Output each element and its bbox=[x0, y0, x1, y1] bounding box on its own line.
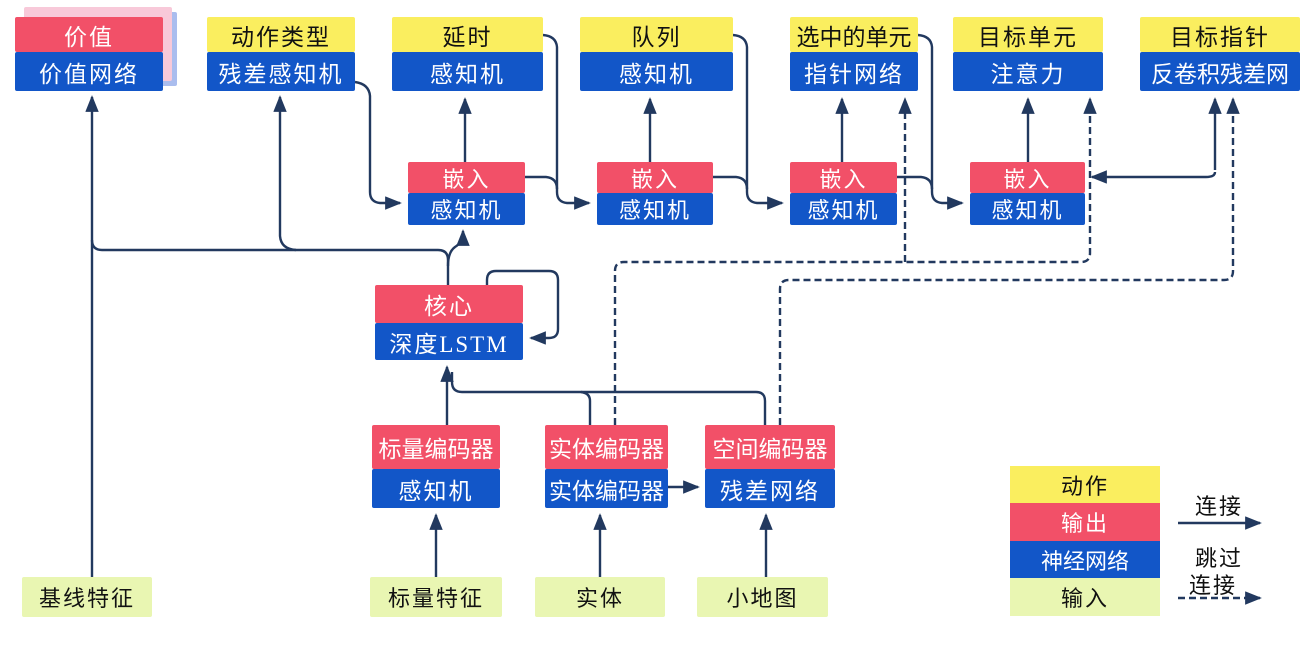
embed-4-label: 嵌入 bbox=[970, 162, 1085, 193]
minimap-label: 小地图 bbox=[697, 577, 828, 617]
legend-output-swatch: 输出 bbox=[1010, 503, 1160, 541]
delay-label: 延时 bbox=[392, 17, 543, 52]
queue-network-label: 感知机 bbox=[580, 52, 733, 91]
scalar-encoder-label: 标量编码器 bbox=[372, 425, 500, 469]
node-scalar-encoder: 标量编码器 感知机 bbox=[372, 425, 500, 508]
node-queue: 队列 感知机 bbox=[580, 17, 733, 91]
legend-neural-net-swatch: 神经网络 bbox=[1010, 541, 1160, 578]
target-point-network-label: 反卷积残差网 bbox=[1140, 52, 1300, 91]
node-target-point: 目标指针 反卷积残差网 bbox=[1140, 17, 1300, 91]
embed-1-label: 嵌入 bbox=[408, 162, 525, 193]
spatial-encoder-label: 空间编码器 bbox=[705, 425, 835, 469]
legend-input-swatch: 输入 bbox=[1010, 578, 1160, 616]
node-value: 价值 价值网络 bbox=[15, 17, 163, 91]
node-entity-encoder: 实体编码器 实体编码器 bbox=[545, 425, 668, 508]
target-unit-label: 目标单元 bbox=[953, 17, 1103, 52]
legend-action-swatch: 动作 bbox=[1010, 466, 1160, 503]
core-label: 核心 bbox=[375, 285, 523, 323]
embed-4-network-label: 感知机 bbox=[970, 193, 1085, 225]
embed-2-network-label: 感知机 bbox=[597, 193, 713, 225]
legend-connection-label: 连接 bbox=[1194, 494, 1243, 519]
legend-skip-label-line2: 连接 bbox=[1188, 573, 1237, 598]
node-delay: 延时 感知机 bbox=[392, 17, 543, 91]
node-embed-4: 嵌入 感知机 bbox=[970, 162, 1085, 225]
value-network-label: 价值网络 bbox=[15, 52, 163, 91]
embed-3-network-label: 感知机 bbox=[790, 193, 897, 225]
value-output-label: 价值 bbox=[15, 17, 163, 52]
node-embed-1: 嵌入 感知机 bbox=[408, 162, 525, 225]
baseline-features-label: 基线特征 bbox=[22, 577, 152, 617]
entity-encoder-network-label: 实体编码器 bbox=[545, 469, 668, 508]
node-selected-units: 选中的单元 指针网络 bbox=[790, 17, 918, 91]
target-point-label: 目标指针 bbox=[1140, 17, 1300, 52]
legend-skip-label-line1: 跳过 bbox=[1194, 546, 1243, 571]
spatial-encoder-network-label: 残差网络 bbox=[705, 469, 835, 508]
scalar-features-label: 标量特征 bbox=[370, 577, 502, 617]
core-network-label: 深度LSTM bbox=[375, 323, 523, 360]
node-baseline-features: 基线特征 bbox=[22, 577, 152, 617]
node-embed-2: 嵌入 感知机 bbox=[597, 162, 713, 225]
node-minimap: 小地图 bbox=[697, 577, 828, 617]
node-core: 核心 深度LSTM bbox=[375, 285, 523, 360]
legend-color-key: 动作 输出 神经网络 输入 bbox=[1010, 466, 1160, 616]
scalar-encoder-network-label: 感知机 bbox=[372, 469, 500, 508]
selected-units-network-label: 指针网络 bbox=[790, 52, 918, 91]
node-embed-3: 嵌入 感知机 bbox=[790, 162, 897, 225]
embed-2-label: 嵌入 bbox=[597, 162, 713, 193]
node-entities: 实体 bbox=[535, 577, 665, 617]
action-type-label: 动作类型 bbox=[207, 17, 355, 52]
embed-1-network-label: 感知机 bbox=[408, 193, 525, 225]
target-unit-network-label: 注意力 bbox=[953, 52, 1103, 91]
queue-label: 队列 bbox=[580, 17, 733, 52]
node-scalar-features: 标量特征 bbox=[370, 577, 502, 617]
node-target-unit: 目标单元 注意力 bbox=[953, 17, 1103, 91]
entity-encoder-label: 实体编码器 bbox=[545, 425, 668, 469]
embed-3-label: 嵌入 bbox=[790, 162, 897, 193]
node-action-type: 动作类型 残差感知机 bbox=[207, 17, 355, 91]
selected-units-label: 选中的单元 bbox=[790, 17, 918, 52]
action-type-network-label: 残差感知机 bbox=[207, 52, 355, 91]
node-spatial-encoder: 空间编码器 残差网络 bbox=[705, 425, 835, 508]
delay-network-label: 感知机 bbox=[392, 52, 543, 91]
entities-label: 实体 bbox=[535, 577, 665, 617]
